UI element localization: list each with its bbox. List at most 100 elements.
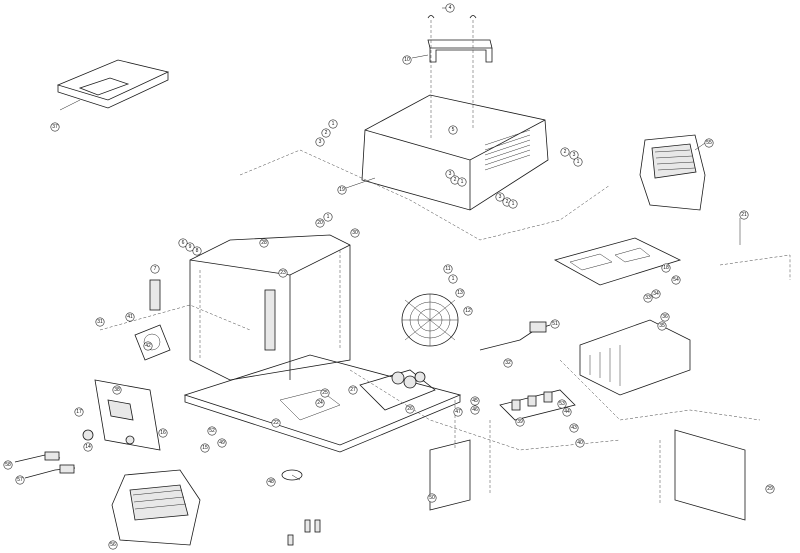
callout-marker	[457, 177, 467, 187]
callout-label: 2	[325, 130, 328, 136]
callout-marker	[185, 242, 195, 252]
callout-label: 31	[97, 319, 103, 325]
small-fan	[134, 324, 171, 361]
callout-marker	[108, 540, 118, 550]
callout-marker	[315, 218, 325, 228]
callout-label: 12	[465, 308, 471, 314]
callout-label: 56	[110, 542, 116, 548]
callout-marker	[259, 238, 269, 248]
callout-label: 3	[573, 152, 576, 158]
callout-label: 18	[663, 265, 669, 271]
callout-label: 41	[127, 314, 133, 320]
callout-marker	[495, 192, 505, 202]
callout-marker	[402, 55, 412, 65]
callout-label: 38	[114, 387, 120, 393]
callout-label: 1	[577, 159, 580, 165]
callout-label: 45	[472, 398, 478, 404]
callout-label: 4	[449, 5, 452, 11]
callout-label: 2	[506, 199, 509, 205]
callout-label: 39	[517, 419, 523, 425]
heatsink-module	[579, 319, 691, 396]
callout-marker	[178, 238, 188, 248]
callout-label: 9	[189, 244, 192, 250]
callout-label: 10	[404, 57, 410, 63]
callout-marker	[15, 475, 25, 485]
transformer-assembly	[359, 369, 436, 411]
callout-marker	[463, 306, 473, 316]
callout-label: 43	[571, 425, 577, 431]
callout-marker	[562, 407, 572, 417]
callout-label: 1	[327, 214, 330, 220]
callout-marker	[739, 210, 749, 220]
callout-label: 57	[17, 477, 23, 483]
callout-marker	[503, 358, 513, 368]
carry-handle	[427, 15, 493, 140]
callout-marker	[443, 264, 453, 274]
top-cover	[361, 94, 549, 211]
callout-label: 52	[209, 428, 215, 434]
callout-marker	[573, 157, 583, 167]
callout-label: 1	[461, 179, 464, 185]
callout-marker	[448, 274, 458, 284]
callout-label: 2	[564, 149, 567, 155]
callout-label: 14	[85, 444, 91, 450]
callout-marker	[557, 399, 567, 409]
callout-label: 8	[196, 248, 199, 254]
callout-marker	[50, 122, 60, 132]
callout-marker	[569, 423, 579, 433]
callout-marker	[765, 484, 775, 494]
callout-marker	[470, 396, 480, 406]
callout-label: 25	[322, 390, 328, 396]
callout-label: 40	[577, 440, 583, 446]
callout-label: 1	[512, 201, 515, 207]
callout-label: 58	[5, 462, 11, 468]
callout-label: 7	[154, 266, 157, 272]
callout-marker	[192, 246, 202, 256]
callout-marker	[660, 312, 670, 322]
callout-marker	[508, 199, 518, 209]
callout-marker	[266, 477, 276, 487]
callout-marker	[671, 275, 681, 285]
callout-label: 27	[350, 387, 356, 393]
callout-marker	[200, 443, 210, 453]
callout-label: 17	[76, 409, 82, 415]
callout-marker	[348, 385, 358, 395]
callout-label: 20	[317, 220, 323, 226]
callout-marker	[271, 418, 281, 428]
callout-label: 1	[452, 276, 455, 282]
callout-marker	[217, 438, 227, 448]
callout-marker	[3, 460, 13, 470]
callout-marker	[455, 288, 465, 298]
callout-label: 35	[659, 323, 665, 329]
power-cable	[479, 321, 551, 351]
callout-marker	[515, 417, 525, 427]
callout-marker	[575, 438, 585, 448]
callout-marker	[95, 317, 105, 327]
callout-marker	[448, 125, 458, 135]
callout-marker	[321, 128, 331, 138]
front-bezel	[111, 469, 201, 546]
callout-label: 46	[472, 407, 478, 413]
callout-label: 3	[449, 171, 452, 177]
callout-label: 29	[767, 486, 773, 492]
callout-marker	[74, 407, 84, 417]
callout-marker	[657, 321, 667, 331]
callout-label: 26	[407, 406, 413, 412]
callout-label: 51	[552, 321, 558, 327]
cooling-fan	[401, 293, 459, 347]
callout-label: 34	[653, 291, 659, 297]
callout-marker	[350, 228, 360, 238]
callout-label: 1	[332, 121, 335, 127]
callout-marker	[470, 405, 480, 415]
callout-marker	[704, 138, 714, 148]
tray-part	[56, 59, 170, 111]
callout-label: 49	[219, 440, 225, 446]
callout-marker	[125, 312, 135, 322]
callout-marker	[83, 442, 93, 452]
callout-marker	[323, 212, 333, 222]
callout-label: 21	[741, 212, 747, 218]
callout-label: 3	[319, 139, 322, 145]
callout-label: 22	[273, 420, 279, 426]
callout-label: 33	[645, 295, 651, 301]
